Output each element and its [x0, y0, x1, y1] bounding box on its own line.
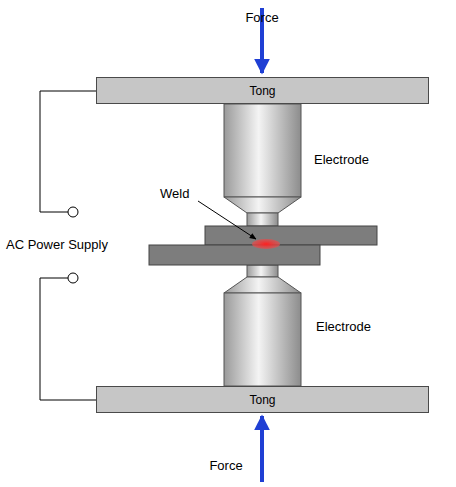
part-label: Weld: [160, 186, 189, 202]
leader-line: [198, 201, 256, 239]
part-label: Electrode: [316, 319, 371, 335]
part-name: Tong: [249, 84, 275, 98]
upper-electrode: [224, 104, 301, 226]
upper-sheet: [205, 226, 377, 245]
part-label: Force: [209, 458, 242, 474]
tong-bar: Tong: [96, 386, 429, 413]
part-label: Electrode: [314, 152, 369, 168]
terminal: [68, 273, 78, 283]
weld-nugget: [252, 239, 280, 249]
lower-sheet: [149, 245, 320, 265]
lower-electrode: [224, 265, 301, 386]
terminal: [68, 207, 78, 217]
supply-wire: [40, 91, 96, 212]
supply-wire: [40, 278, 96, 400]
part-label: Force: [245, 10, 278, 26]
part-name: Tong: [249, 393, 275, 407]
part-label: AC Power Supply: [6, 237, 108, 253]
tong-bar: Tong: [96, 77, 429, 104]
force-arrow: [260, 416, 264, 482]
